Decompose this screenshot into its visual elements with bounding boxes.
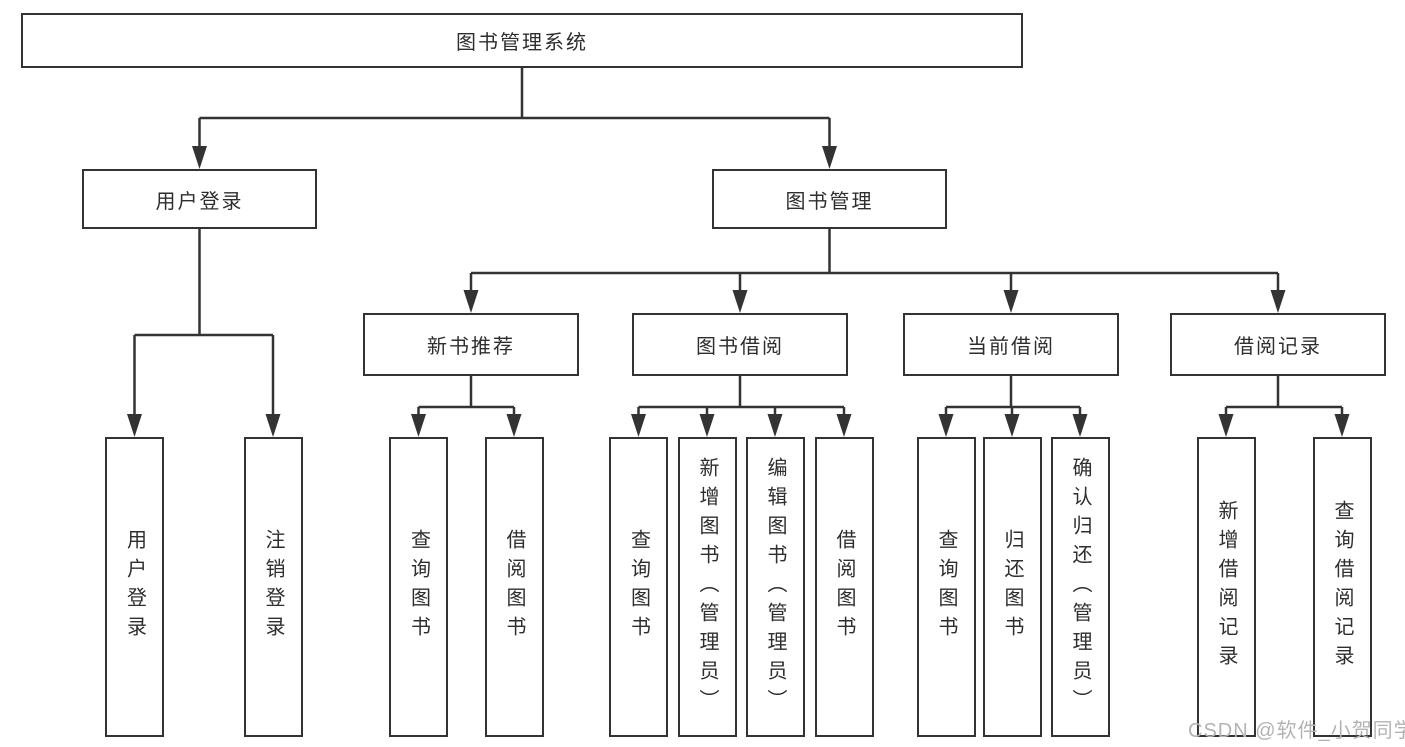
- leaf-add-book-admin: 新增图书（管理员）: [677, 437, 737, 737]
- node-library-system: 图书管理系统: [21, 13, 1023, 68]
- node-label: 查询图书: [627, 529, 650, 645]
- node-label: 用户登录: [123, 529, 146, 645]
- leaf-query-books-borrow: 查询图书: [609, 437, 668, 737]
- node-label: 用户登录: [155, 190, 244, 213]
- node-book-borrowing: 图书借阅: [632, 313, 848, 376]
- leaf-return-books: 归还图书: [982, 437, 1042, 737]
- node-borrowing-records: 借阅记录: [1170, 313, 1386, 376]
- node-label: 借阅图书: [833, 529, 855, 645]
- node-user-login: 用户登录: [82, 169, 317, 229]
- node-book-management: 图书管理: [712, 169, 947, 229]
- node-label: 借阅记录: [1234, 336, 1322, 358]
- leaf-logout: 注销登录: [243, 437, 303, 737]
- node-label: 图书借阅: [696, 336, 784, 358]
- node-label: 新增借阅记录: [1215, 500, 1237, 674]
- node-new-book-recommendation: 新书推荐: [363, 313, 579, 376]
- leaf-confirm-return-admin: 确认归还（管理员）: [1050, 437, 1110, 737]
- node-label: 确认归还（管理员）: [1069, 456, 1091, 718]
- node-label: 新增图书（管理员）: [696, 456, 718, 718]
- leaf-borrow-books: 借阅图书: [814, 437, 874, 737]
- leaf-query-borrow-record: 查询借阅记录: [1312, 437, 1372, 737]
- leaf-user-login: 用户登录: [105, 437, 164, 737]
- leaf-borrow-books-recommend: 借阅图书: [484, 437, 544, 737]
- node-label: 图书管理系统: [456, 32, 588, 54]
- node-label: 注销登录: [262, 529, 284, 645]
- csdn-watermark: CSDN @软件_小贺同学: [1188, 720, 1405, 742]
- node-label: 查询图书: [935, 529, 957, 645]
- leaf-query-books-current: 查询图书: [916, 437, 976, 737]
- node-label: 查询图书: [407, 529, 430, 645]
- leaf-query-books-recommend: 查询图书: [389, 437, 448, 737]
- node-label: 新书推荐: [427, 336, 515, 358]
- node-label: 编辑图书（管理员）: [764, 456, 786, 718]
- leaf-add-borrow-record: 新增借阅记录: [1196, 437, 1256, 737]
- node-label: 当前借阅: [967, 336, 1055, 358]
- node-label: 归还图书: [1001, 529, 1023, 645]
- node-current-borrowing: 当前借阅: [903, 313, 1119, 376]
- node-label: 图书管理: [785, 190, 874, 213]
- leaf-edit-book-admin: 编辑图书（管理员）: [745, 437, 805, 737]
- node-label: 借阅图书: [503, 529, 525, 645]
- node-label: 查询借阅记录: [1331, 500, 1353, 674]
